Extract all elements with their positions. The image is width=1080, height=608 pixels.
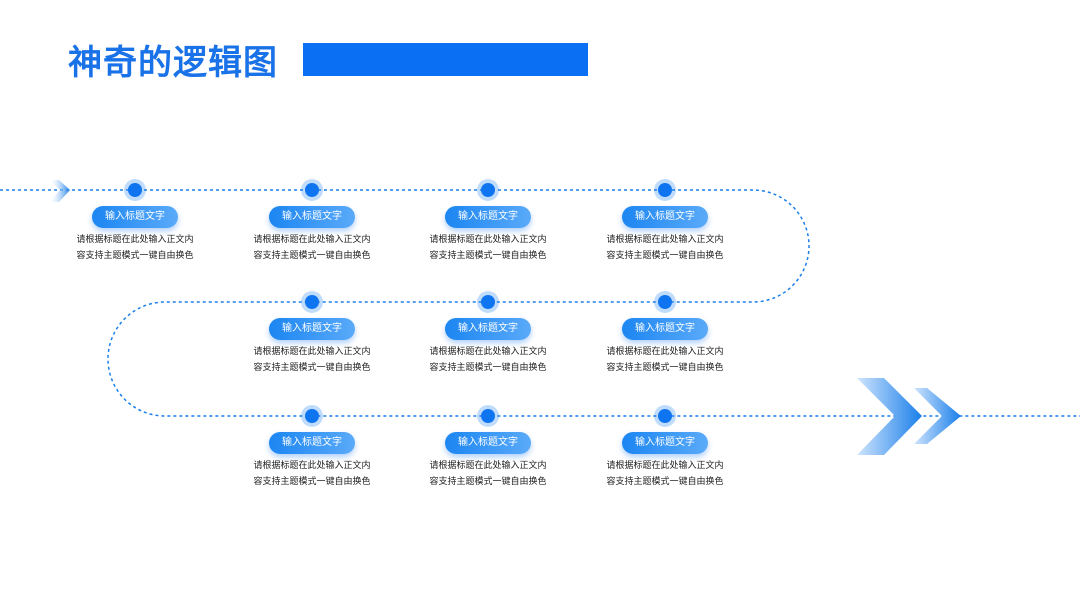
step-description: 请根据标题在此处输入正文内容支持主题模式一键自由换色 — [585, 344, 745, 376]
step-title-pill: 输入标题文字 — [445, 318, 531, 340]
step-node-dot — [301, 179, 323, 201]
step-description-line-1: 请根据标题在此处输入正文内 — [253, 461, 371, 471]
step-description-line-1: 请根据标题在此处输入正文内 — [606, 235, 724, 245]
step-description-line-2: 容支持主题模式一键自由换色 — [606, 477, 724, 487]
step-description-line-2: 容支持主题模式一键自由换色 — [429, 251, 547, 261]
step-description-line-1: 请根据标题在此处输入正文内 — [429, 347, 547, 357]
step-title-pill: 输入标题文字 — [92, 206, 178, 228]
step-node-dot — [301, 291, 323, 313]
step-node-dot — [477, 179, 499, 201]
step-description: 请根据标题在此处输入正文内容支持主题模式一键自由换色 — [232, 232, 392, 264]
step-description-line-2: 容支持主题模式一键自由换色 — [429, 477, 547, 487]
step-description-line-1: 请根据标题在此处输入正文内 — [76, 235, 194, 245]
step-description: 请根据标题在此处输入正文内容支持主题模式一键自由换色 — [585, 458, 745, 490]
serpentine-dashed-path — [0, 189, 1080, 417]
step-description-line-1: 请根据标题在此处输入正文内 — [429, 235, 547, 245]
step-description-line-2: 容支持主题模式一键自由换色 — [429, 363, 547, 373]
end-chevron-left-icon — [857, 378, 922, 455]
step-description: 请根据标题在此处输入正文内容支持主题模式一键自由换色 — [408, 458, 568, 490]
step-node-dot — [301, 405, 323, 427]
step-title-pill: 输入标题文字 — [445, 432, 531, 454]
title-accent-bar — [303, 43, 588, 76]
step-description-line-1: 请根据标题在此处输入正文内 — [429, 461, 547, 471]
step-node-dot — [654, 179, 676, 201]
step-description: 请根据标题在此处输入正文内容支持主题模式一键自由换色 — [55, 232, 215, 264]
step-description: 请根据标题在此处输入正文内容支持主题模式一键自由换色 — [408, 232, 568, 264]
step-node-dot — [654, 291, 676, 313]
step-title-pill: 输入标题文字 — [622, 318, 708, 340]
page-title: 神奇的逻辑图 — [68, 43, 278, 83]
step-description-line-2: 容支持主题模式一键自由换色 — [253, 477, 371, 487]
step-description-line-1: 请根据标题在此处输入正文内 — [253, 347, 371, 357]
step-title-pill: 输入标题文字 — [622, 206, 708, 228]
end-chevron-right-icon — [914, 388, 961, 444]
step-description-line-2: 容支持主题模式一键自由换色 — [606, 251, 724, 261]
step-description: 请根据标题在此处输入正文内容支持主题模式一键自由换色 — [408, 344, 568, 376]
step-node-dot — [654, 405, 676, 427]
step-description-line-1: 请根据标题在此处输入正文内 — [606, 461, 724, 471]
step-title-pill: 输入标题文字 — [622, 432, 708, 454]
step-title-pill: 输入标题文字 — [269, 432, 355, 454]
step-title-pill: 输入标题文字 — [445, 206, 531, 228]
step-description: 请根据标题在此处输入正文内容支持主题模式一键自由换色 — [585, 232, 745, 264]
step-description: 请根据标题在此处输入正文内容支持主题模式一键自由换色 — [232, 344, 392, 376]
step-description-line-1: 请根据标题在此处输入正文内 — [606, 347, 724, 357]
step-description-line-2: 容支持主题模式一键自由换色 — [606, 363, 724, 373]
step-description-line-2: 容支持主题模式一键自由换色 — [253, 251, 371, 261]
step-node-dot — [477, 291, 499, 313]
start-chevron-icon — [50, 180, 70, 202]
step-description: 请根据标题在此处输入正文内容支持主题模式一键自由换色 — [232, 458, 392, 490]
step-title-pill: 输入标题文字 — [269, 206, 355, 228]
step-description-line-2: 容支持主题模式一键自由换色 — [253, 363, 371, 373]
step-title-pill: 输入标题文字 — [269, 318, 355, 340]
step-description-line-2: 容支持主题模式一键自由换色 — [76, 251, 194, 261]
step-description-line-1: 请根据标题在此处输入正文内 — [253, 235, 371, 245]
step-node-dot — [477, 405, 499, 427]
step-node-dot — [124, 179, 146, 201]
